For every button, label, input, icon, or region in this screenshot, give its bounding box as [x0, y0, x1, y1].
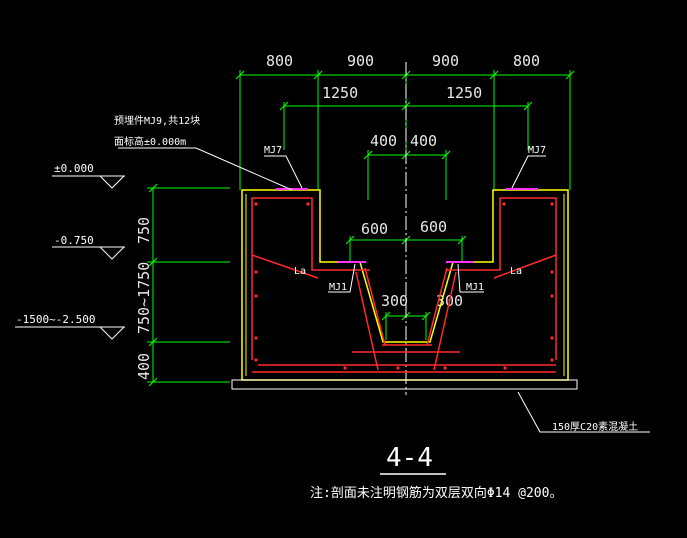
dim-300-left: 300 [381, 292, 408, 310]
section-title: 4-4 [386, 443, 433, 473]
tag-la-right: La [510, 266, 522, 277]
dim-800-right: 800 [513, 52, 540, 70]
dim-600-left: 600 [361, 220, 388, 238]
tag-mj7-left: MJ7 [264, 145, 282, 156]
dim-750: 750 [135, 217, 153, 244]
level-minus-1500-2500: -1500~-2.500 [16, 313, 95, 326]
dimension-text: 800 900 900 800 1250 1250 400 400 600 60… [135, 52, 540, 380]
dim-1250-left: 1250 [322, 84, 358, 102]
dim-400-left: 400 [370, 132, 397, 150]
tag-mj1-right: MJ1 [466, 282, 484, 293]
tag-mj1-left: MJ1 [329, 282, 347, 293]
dim-400-vertical: 400 [135, 353, 153, 380]
footnote: 注:剖面未注明钢筋为双层双向Φ14 @200。 [310, 485, 562, 501]
dim-900-right: 900 [432, 52, 459, 70]
tag-mj7-right: MJ7 [528, 145, 546, 156]
dim-1250-right: 1250 [446, 84, 482, 102]
embedded-plates [276, 188, 538, 263]
rebar-dots [254, 202, 554, 370]
base-slab [231, 379, 578, 390]
tag-la-left: La [294, 266, 306, 277]
leader-lines [118, 147, 650, 433]
level-markers [15, 175, 125, 340]
dim-750-1750: 750~1750 [135, 262, 153, 334]
dimension-lines [147, 70, 575, 387]
level-zero: ±0.000 [54, 162, 94, 175]
embed-note-line2: 面标高±0.000m [114, 135, 186, 148]
dim-400-right: 400 [410, 132, 437, 150]
embed-note-line1: 预埋件MJ9,共12块 [114, 115, 200, 127]
concrete-note: 150厚C20素混凝土 [552, 420, 638, 433]
rebars [251, 197, 557, 373]
dim-600-right: 600 [420, 218, 447, 236]
dim-900-left: 900 [347, 52, 374, 70]
dim-800-left: 800 [266, 52, 293, 70]
level-minus-0750: -0.750 [54, 234, 94, 247]
